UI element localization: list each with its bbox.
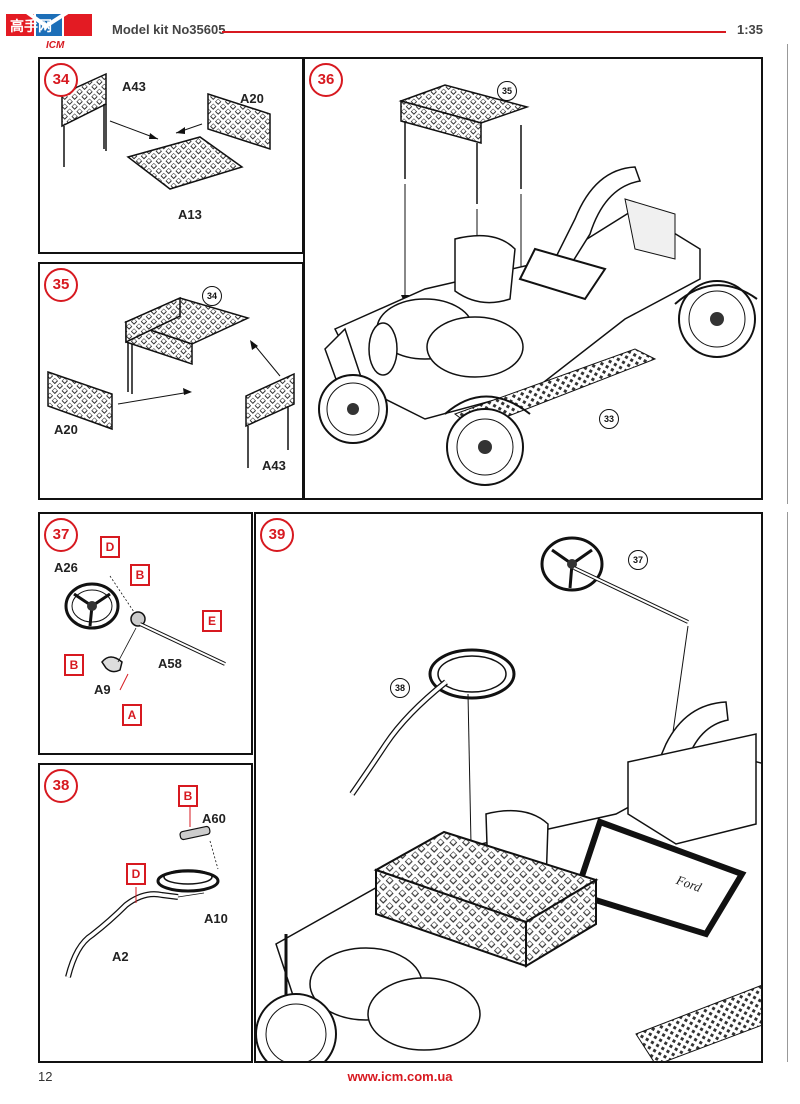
letter-b-box: B: [130, 564, 150, 586]
step-34-badge: 34: [44, 63, 78, 97]
ref-step-35-badge: 35: [497, 81, 517, 101]
step-37-badge: 37: [44, 518, 78, 552]
step-35-panel: 35 34 A20 A43: [38, 262, 304, 500]
step-38-panel: 38 B A60 D A10 A2: [38, 763, 253, 1063]
step-36-badge: 36: [309, 63, 343, 97]
step-37-panel: 37 D A26 B E A58 B A9 A: [38, 512, 253, 755]
header-rule: [222, 31, 726, 33]
part-label-a9: A9: [94, 682, 111, 697]
step-34-panel: 34 A43 A20 A13: [38, 57, 304, 254]
step-38-drawing: [65, 807, 220, 978]
svg-text:高手网: 高手网: [10, 18, 52, 35]
step-39-badge: 39: [260, 518, 294, 552]
footer-url-link[interactable]: www.icm.com.ua: [347, 1069, 453, 1084]
part-label-a60: A60: [202, 811, 226, 826]
letter-d-box: D: [126, 863, 146, 885]
step-39-panel: 39 37 38 Ford: [254, 512, 763, 1063]
part-label-a20: A20: [54, 422, 78, 437]
ref-step-37-badge: 37: [628, 550, 648, 570]
step-36-drawing: [318, 84, 758, 486]
right-margin-line: [787, 512, 788, 1062]
part-label-a58: A58: [158, 656, 182, 671]
letter-d-box: D: [100, 536, 120, 558]
step-35-drawing: [47, 296, 295, 468]
step-34-drawing: [61, 72, 271, 190]
part-label-a43: A43: [262, 458, 286, 473]
scale-label: 1:35: [736, 22, 763, 37]
step-35-badge: 35: [44, 268, 78, 302]
letter-e-box: E: [202, 610, 222, 632]
step-39-drawing: [256, 536, 761, 1061]
svg-text:ICM: ICM: [46, 40, 65, 50]
right-margin-line: [787, 44, 788, 504]
ref-step-38-badge: 38: [390, 678, 410, 698]
part-label-a10: A10: [204, 911, 228, 926]
ref-step-34-badge: 34: [202, 286, 222, 306]
icm-logo: 高手网 ICM: [6, 6, 106, 51]
ref-step-33-badge: 33: [599, 409, 619, 429]
part-label-a43: A43: [122, 79, 146, 94]
page-number: 12: [38, 1069, 53, 1084]
model-kit-label: Model kit No35605: [112, 22, 226, 37]
step-37-drawing: [64, 575, 226, 691]
part-label-a13: A13: [178, 207, 202, 222]
step-38-badge: 38: [44, 769, 78, 803]
part-label-a26: A26: [54, 560, 78, 575]
step-36-panel: 36 35 33: [303, 57, 763, 500]
letter-b-box: B: [64, 654, 84, 676]
letter-a-box: A: [122, 704, 142, 726]
part-label-a2: A2: [112, 949, 129, 964]
part-label-a20: A20: [240, 91, 264, 106]
letter-b-box: B: [178, 785, 198, 807]
